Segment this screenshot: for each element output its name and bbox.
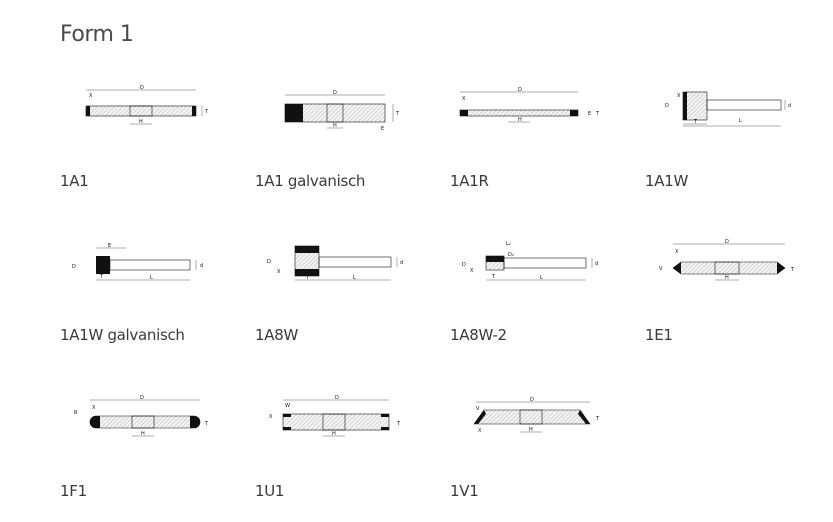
svg-text:X: X <box>677 93 681 99</box>
svg-text:T: T <box>693 119 698 125</box>
svg-text:d: d <box>200 263 203 269</box>
1A8W-diagram-icon: D X d T L <box>267 245 403 281</box>
label-1E1: 1E1 <box>645 326 673 344</box>
shape-card-1U1[interactable]: D W X H T <box>255 392 445 522</box>
svg-text:V: V <box>476 406 480 412</box>
svg-text:T: T <box>395 111 400 117</box>
label-1A8W: 1A8W <box>255 326 298 344</box>
svg-text:X: X <box>277 269 281 275</box>
svg-text:D: D <box>530 397 534 403</box>
svg-text:d: d <box>595 261 598 267</box>
svg-text:D: D <box>335 395 339 401</box>
shape-card-1A1W[interactable]: D X d T L <box>645 80 833 210</box>
label-1A1W-galvanisch: 1A1W galvanisch <box>60 326 185 344</box>
svg-text:X: X <box>89 93 93 99</box>
svg-text:X: X <box>478 428 482 434</box>
svg-text:T: T <box>595 416 600 422</box>
svg-text:T: T <box>396 421 401 427</box>
svg-text:D: D <box>72 264 76 270</box>
svg-text:D: D <box>665 103 669 109</box>
svg-text:L: L <box>540 275 543 281</box>
svg-text:T: T <box>595 111 600 117</box>
shape-card-1A1W-galvanisch[interactable]: E D d T L <box>60 236 250 366</box>
page-title: Form 1 <box>60 22 134 47</box>
svg-text:D: D <box>725 239 729 245</box>
svg-text:H: H <box>333 123 337 129</box>
shape-card-1E1[interactable]: D X V H T <box>645 236 833 366</box>
svg-text:E: E <box>381 126 384 132</box>
1F1-diagram-icon: D X R H T <box>74 395 209 437</box>
svg-text:d: d <box>400 260 403 266</box>
svg-text:L: L <box>353 275 356 281</box>
shape-card-1F1[interactable]: D X R H T <box>60 392 250 522</box>
svg-text:D: D <box>267 259 271 265</box>
svg-text:T: T <box>305 275 310 281</box>
svg-text:d: d <box>788 103 791 109</box>
svg-text:H: H <box>529 427 533 433</box>
shape-card-1V1[interactable]: D V H T X <box>450 392 640 522</box>
1A1-diagram-icon: D X H T <box>85 85 209 125</box>
svg-text:D: D <box>518 87 522 93</box>
svg-text:D₂: D₂ <box>508 252 514 258</box>
svg-text:V: V <box>659 266 663 272</box>
label-1V1: 1V1 <box>450 482 479 500</box>
svg-text:E: E <box>108 243 111 249</box>
svg-text:H: H <box>332 431 336 437</box>
svg-text:T: T <box>790 267 795 273</box>
svg-text:X: X <box>462 96 466 102</box>
label-1A1R: 1A1R <box>450 172 489 190</box>
svg-text:R: R <box>74 410 78 416</box>
svg-text:L: L <box>739 118 742 124</box>
svg-text:D: D <box>140 85 144 91</box>
shape-card-1A8W-2[interactable]: L₂ D₂ D X d T L <box>450 236 640 366</box>
svg-text:T: T <box>204 421 209 427</box>
svg-text:X: X <box>92 405 96 411</box>
svg-text:X: X <box>675 249 679 255</box>
svg-text:H: H <box>725 275 729 281</box>
svg-text:X: X <box>269 414 273 420</box>
svg-text:T: T <box>99 274 104 280</box>
1U1-diagram-icon: D W X H T <box>269 395 401 437</box>
svg-text:D: D <box>333 90 337 96</box>
svg-text:H: H <box>141 431 145 437</box>
1A1-galvanisch-diagram-icon: D H T E <box>284 90 400 132</box>
svg-text:T: T <box>204 109 209 115</box>
label-1F1: 1F1 <box>60 482 87 500</box>
1V1-diagram-icon: D V H T X <box>473 397 600 434</box>
svg-text:T: T <box>491 274 496 280</box>
svg-text:D: D <box>462 262 466 268</box>
label-1A1W: 1A1W <box>645 172 688 190</box>
label-1A1-galvanisch: 1A1 galvanisch <box>255 172 366 190</box>
label-1A8W-2: 1A8W-2 <box>450 326 507 344</box>
shape-card-1A1[interactable]: D X H T <box>60 80 250 210</box>
svg-text:H: H <box>518 117 522 123</box>
svg-text:H: H <box>139 119 143 125</box>
1E1-diagram-icon: D X V H T <box>659 239 795 281</box>
1A1W-galvanisch-diagram-icon: E D d T L <box>72 243 203 281</box>
1A1R-diagram-icon: D X H E T <box>459 87 600 123</box>
1A8W-2-diagram-icon: L₂ D₂ D X d T L <box>462 241 598 281</box>
shape-card-1A1-galvanisch[interactable]: D H T E <box>255 80 445 210</box>
svg-text:W: W <box>285 403 290 409</box>
svg-text:L₂: L₂ <box>506 241 511 247</box>
svg-text:E: E <box>588 111 591 117</box>
label-1U1: 1U1 <box>255 482 285 500</box>
1A1W-diagram-icon: D X d T L <box>665 91 791 127</box>
svg-text:L: L <box>150 275 153 281</box>
svg-text:D: D <box>140 395 144 401</box>
label-1A1: 1A1 <box>60 172 89 190</box>
shape-card-1A8W[interactable]: D X d T L <box>255 236 445 366</box>
svg-text:X: X <box>470 268 474 274</box>
shape-card-1A1R[interactable]: D X H E T <box>450 80 640 210</box>
